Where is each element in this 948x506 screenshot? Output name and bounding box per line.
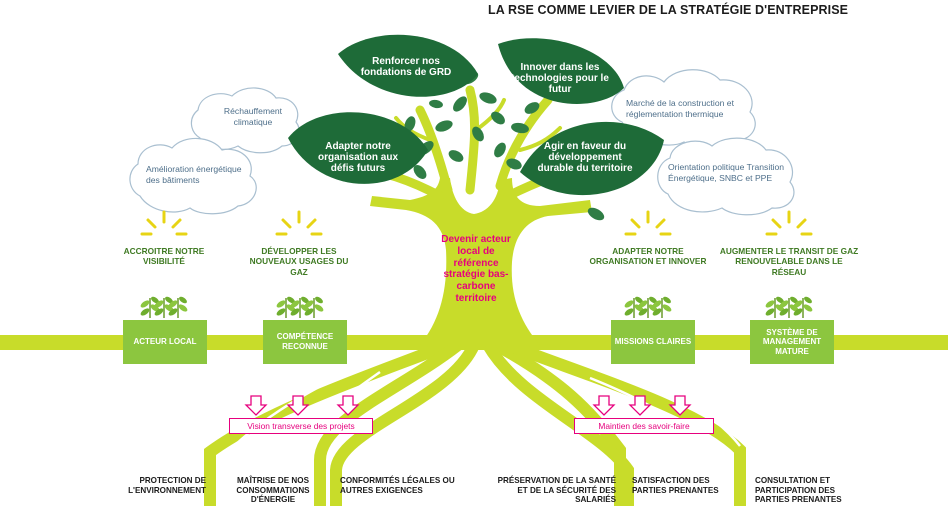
box-management: SYSTÈME DE MANAGEMENT MATURE	[750, 320, 834, 364]
cloud-right-bottom	[657, 137, 795, 216]
root-box-vision: Vision transverse des projets	[229, 418, 373, 434]
goal-new-uses: DÉVELOPPER LES NOUVEAUX USAGES DU GAZ	[249, 246, 349, 277]
page-title: LA RSE COMME LEVIER DE LA STRATÉGIE D'EN…	[488, 3, 849, 17]
arrow-down-icon	[593, 395, 691, 416]
root-label-health-safety: PRÉSERVATION DE LA SANTÉ ET DE LA SÉCURI…	[497, 476, 616, 505]
box-competence: COMPÉTENCE RECONNUE	[263, 320, 347, 364]
box-missions: MISSIONS CLAIRES	[611, 320, 695, 364]
sun-rays-icon	[624, 210, 672, 236]
root-label-compliance: CONFORMITÉS LÉGALES OU AUTRES EXIGENCES	[340, 476, 455, 495]
cloud-label-policy: Orientation politique Transition Énergét…	[668, 162, 785, 183]
root-label-satisfaction: SATISFACTION DES PARTIES PRENANTES	[632, 476, 719, 495]
cloud-label-climate: Réchauffement climatique	[223, 106, 283, 127]
leaf-label-innovate: Innover dans les technologies pour le fu…	[511, 62, 609, 96]
leaf-label-organisation: Adapter notre organisation aux défis fut…	[317, 141, 398, 175]
sun-rays-icon	[140, 210, 188, 236]
cloud-label-construction: Marché de la construction et réglementat…	[626, 98, 734, 119]
box-acteur-local: ACTEUR LOCAL	[123, 320, 207, 364]
leaf-top-left	[338, 34, 478, 97]
cloud-left-bottom	[129, 137, 257, 215]
leaf-label-foundations: Renforcer nos fondations de GRD	[360, 56, 452, 79]
trunk	[370, 178, 592, 345]
sun-rays-icon	[765, 210, 813, 236]
sun-rays-icon	[275, 210, 323, 236]
goal-renewable-gas: AUGMENTER LE TRANSIT DE GAZ RENOUVELABLE…	[719, 246, 859, 277]
cloud-label-buildings: Amélioration énergétique des bâtiments	[146, 164, 242, 185]
roots	[204, 339, 746, 506]
root-label-energy: MAÎTRISE DE NOS CONSOMMATIONS D'ÉNERGIE	[236, 476, 310, 505]
root-box-savoir-faire: Maintien des savoir-faire	[574, 418, 714, 434]
leaf-top-right	[498, 38, 624, 104]
goal-visibility: ACCROITRE NOTRE VISIBILITÉ	[123, 246, 205, 267]
leaf-middle-left	[288, 112, 428, 184]
leaf-middle-right	[520, 121, 664, 196]
trunk-label: Devenir acteur local de référence straté…	[441, 234, 511, 304]
cloud-left-top	[190, 87, 300, 154]
leaf-label-sustainable: Agir en faveur du développement durable …	[537, 141, 633, 175]
arrow-down-icon	[245, 395, 359, 416]
goal-organisation-innovate: ADAPTER NOTRE ORGANISATION ET INNOVER	[589, 246, 707, 267]
root-label-consultation: CONSULTATION ET PARTICIPATION DES PARTIE…	[755, 476, 842, 505]
root-label-environment: PROTECTION DE L'ENVIRONNEMENT	[128, 476, 206, 495]
